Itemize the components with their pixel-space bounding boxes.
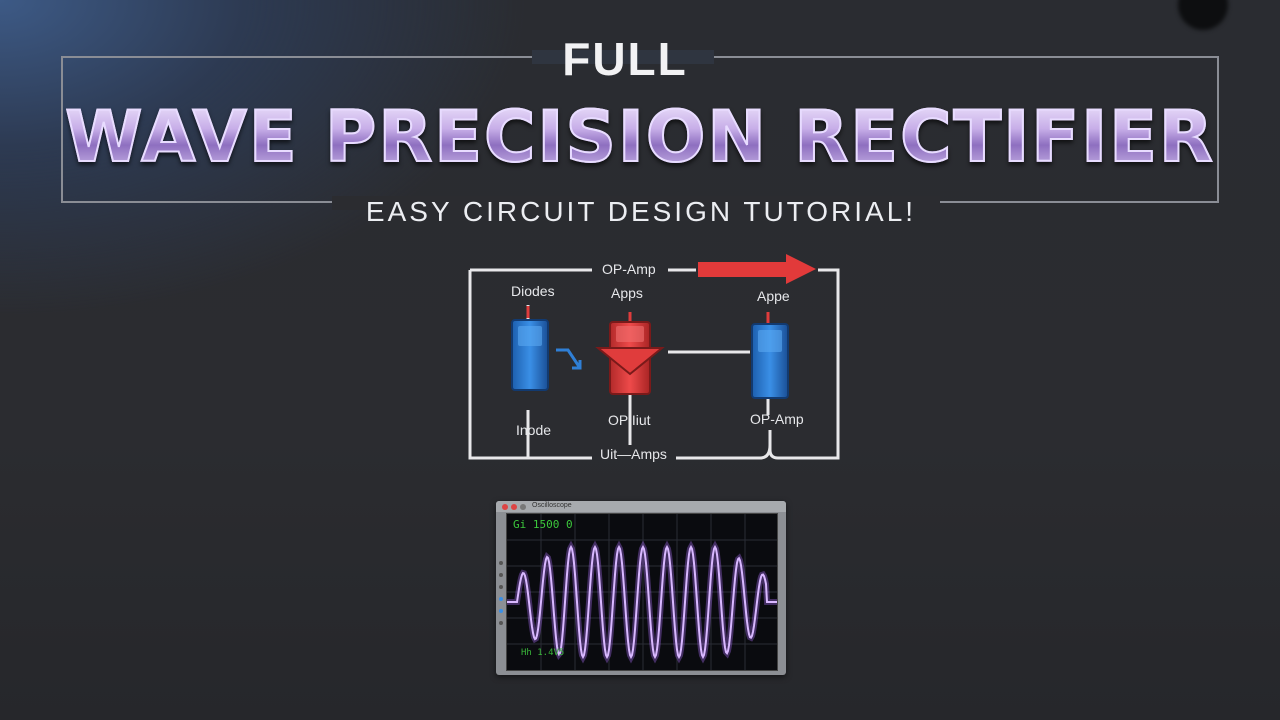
opamp-red: [595, 321, 665, 395]
side-button-icon[interactable]: [499, 585, 503, 589]
oscilloscope-screen: Gi 1500 0 Hh 1.4V5: [506, 513, 778, 671]
oscilloscope-title: Oscilloscope: [532, 502, 572, 509]
small-arrow-icon: [556, 348, 582, 370]
side-button-icon[interactable]: [499, 597, 503, 601]
label-bottom-amps: Uit—Amps: [600, 446, 667, 462]
label-op-iiut: OP Iiut: [608, 412, 651, 428]
diode-left: [511, 319, 549, 391]
circuit-svg: [468, 254, 840, 460]
side-button-icon[interactable]: [499, 621, 503, 625]
frame-gap-top: [532, 50, 714, 64]
corner-shadow: [1178, 0, 1228, 30]
page-title: WAVE PRECISION RECTIFIER: [0, 95, 1280, 179]
side-button-icon[interactable]: [499, 573, 503, 577]
label-apps: Apps: [611, 285, 643, 301]
close-dot-icon[interactable]: [502, 504, 508, 510]
subtitle: EASY CIRCUIT DESIGN TUTORIAL!: [365, 196, 917, 227]
label-top-opamp: OP-Amp: [602, 261, 656, 277]
label-inode: Inode: [516, 422, 552, 438]
circuit-diagram: OP-Amp Diodes Apps Appe Inode OP Iiut OP…: [460, 250, 850, 470]
oscilloscope-titlebar: [496, 501, 786, 512]
oscilloscope-window: Oscilloscope Gi 1500 0 Hh 1.4V5: [496, 501, 786, 675]
waveform-trace: [507, 544, 777, 660]
diode-right: [751, 323, 789, 399]
scope-readout: Gi 1500 0: [513, 518, 573, 531]
minimize-dot-icon[interactable]: [511, 504, 517, 510]
label-opamp-right: OP-Amp: [750, 411, 804, 427]
side-button-icon[interactable]: [499, 609, 503, 613]
scope-bottom-readout: Hh 1.4V5: [521, 648, 565, 658]
frame-gap-bottom: [332, 196, 940, 210]
maximize-dot-icon[interactable]: [520, 504, 526, 510]
red-arrow-icon: [698, 254, 816, 284]
title-top-word: FULL: [562, 33, 688, 85]
label-diodes: Diodes: [511, 283, 555, 299]
scope-svg: [507, 514, 777, 670]
label-appe: Appe: [757, 288, 790, 304]
side-button-icon[interactable]: [499, 561, 503, 565]
